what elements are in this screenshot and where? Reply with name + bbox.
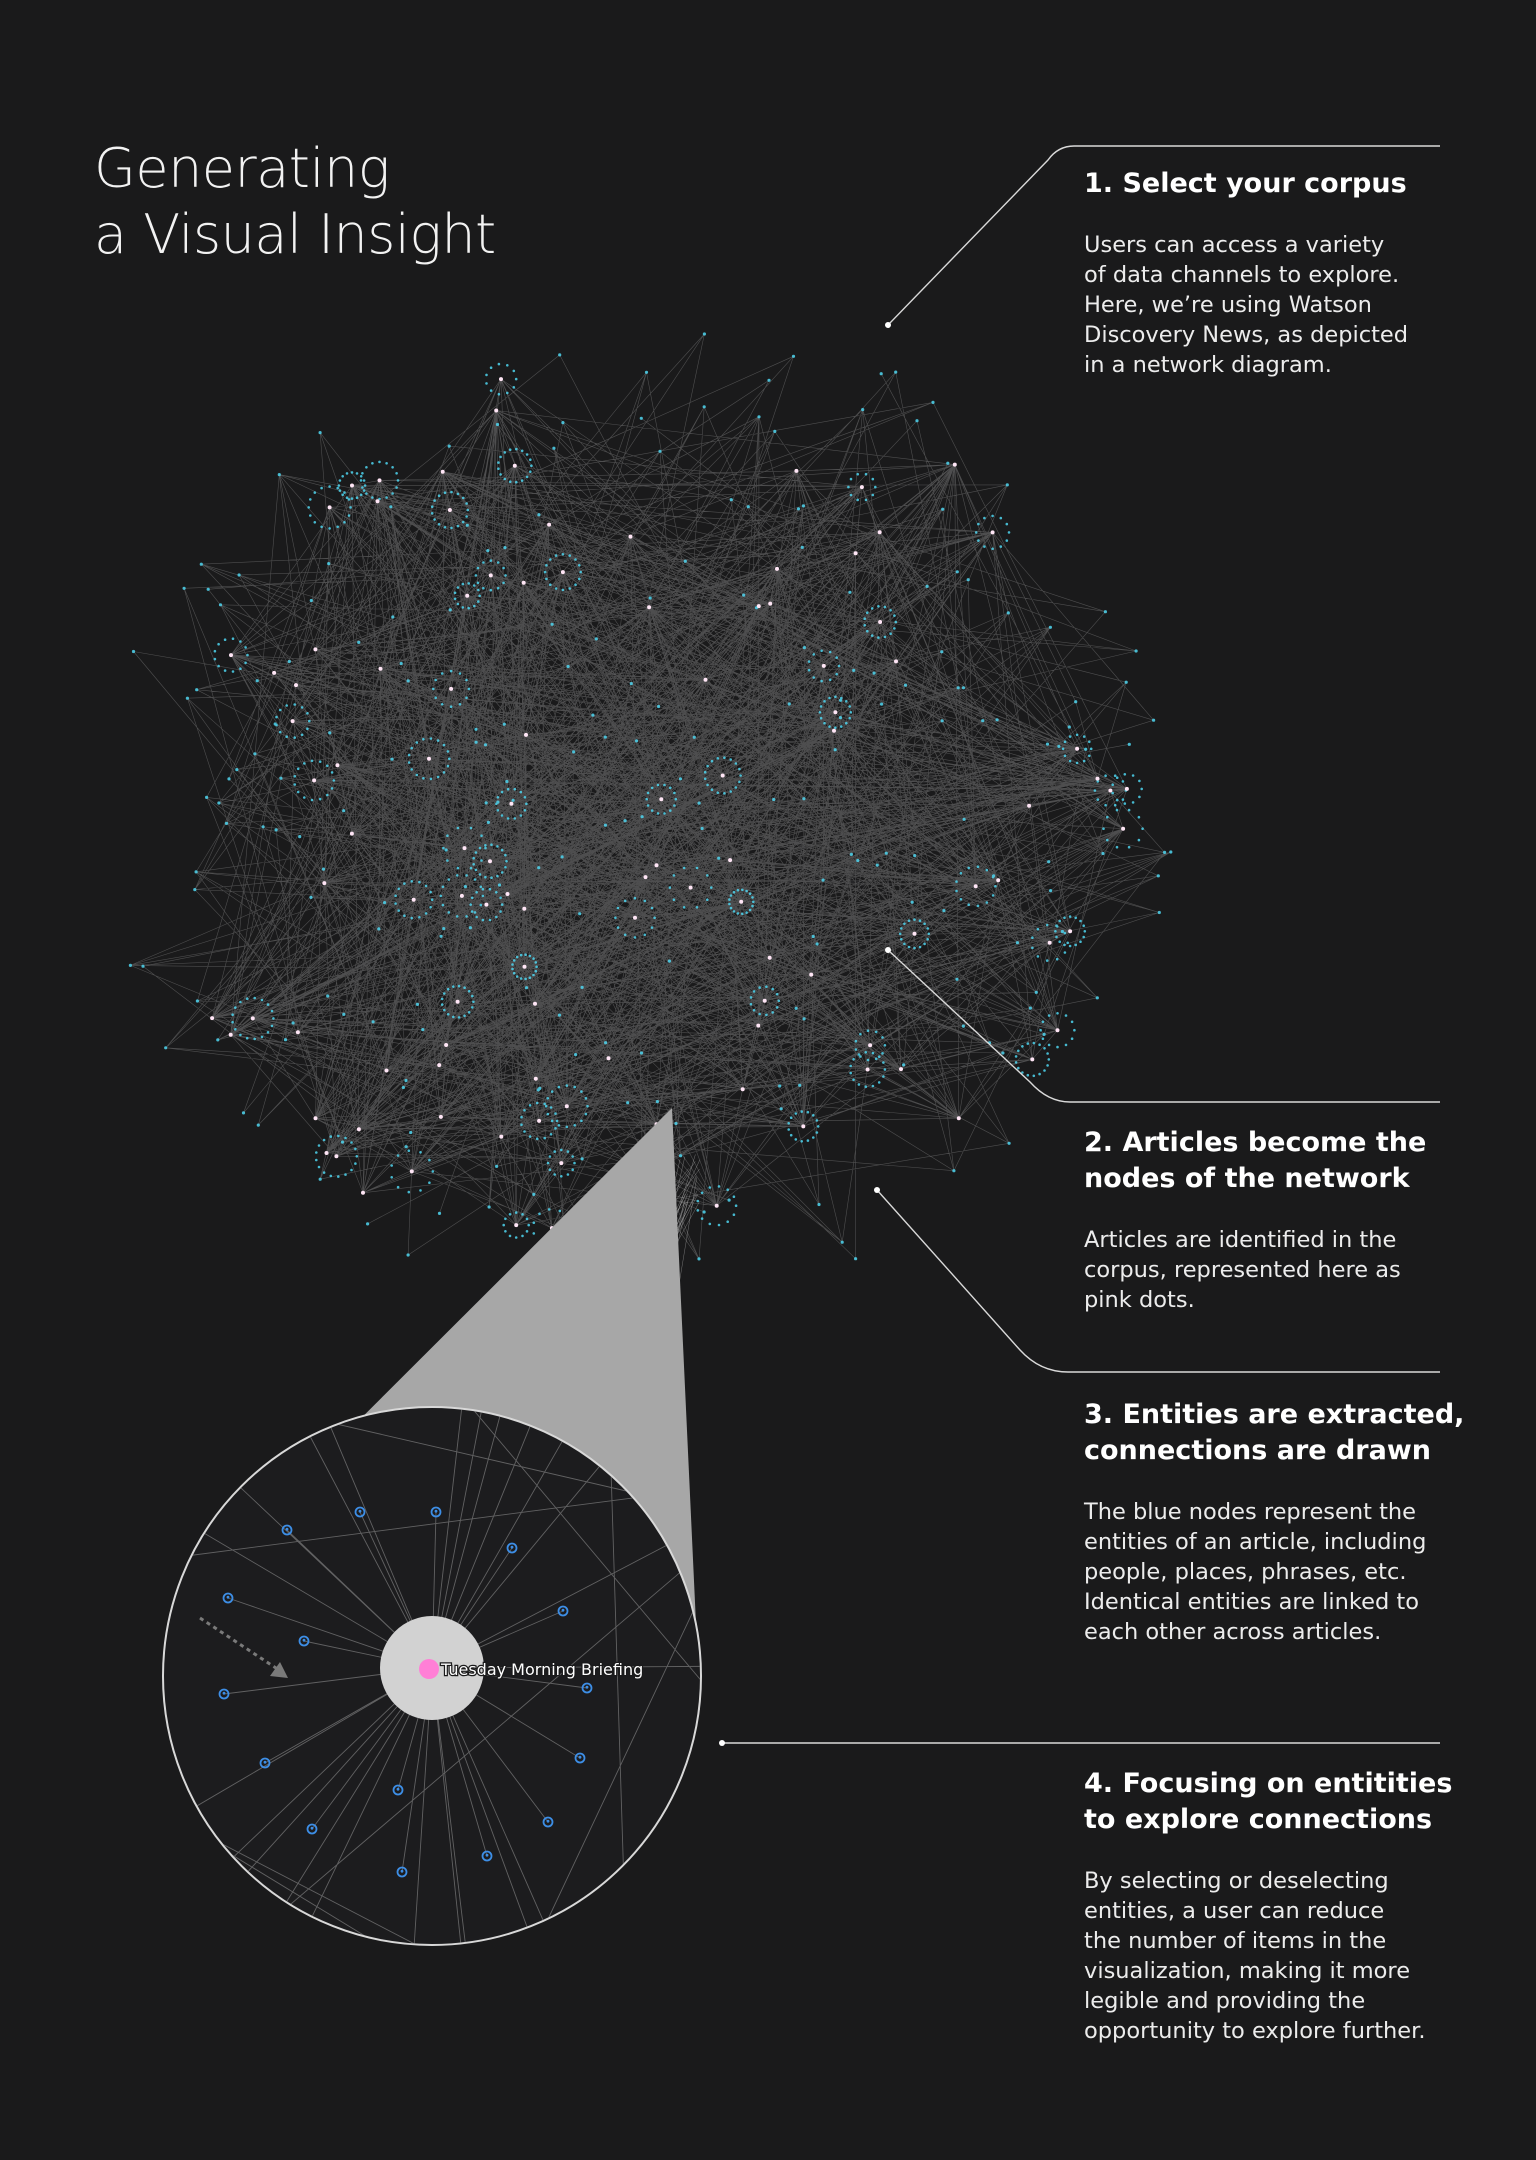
entity-person-head-10 (310, 1826, 314, 1830)
entity-person-head-7 (302, 1638, 306, 1642)
entity-person-icon-16 (581, 1682, 593, 1694)
entity-person-head-11 (396, 1787, 400, 1791)
entity-person-head-16 (585, 1685, 589, 1689)
zoom-edges (164, 1408, 700, 1944)
entity-person-head-15 (578, 1755, 582, 1759)
callout-anchor-4 (719, 1740, 725, 1746)
entity-person-head-2 (358, 1509, 362, 1513)
callout-lines (719, 145, 1440, 1746)
entity-person-icon-8 (218, 1688, 230, 1700)
entity-person-icon-14 (542, 1816, 554, 1828)
step-2-articles-nodes: 2. Articles become the nodes of the netw… (1084, 1125, 1484, 1315)
entity-person-icon-4 (506, 1542, 518, 1554)
callout-line-1 (887, 145, 1440, 326)
entity-person-icon-15 (574, 1752, 586, 1764)
step-3-body: The blue nodes represent the entities of… (1084, 1499, 1427, 1645)
entity-person-head-13 (485, 1853, 489, 1857)
network-edges (130, 333, 1171, 1260)
step-4-focusing-entities: 4. Focusing on entitities to explore con… (1084, 1766, 1484, 2046)
entity-person-head-1 (285, 1527, 289, 1531)
step-3-heading: 3. Entities are extracted, connections a… (1084, 1399, 1465, 1466)
step-1-body: Users can access a variety of data chann… (1084, 232, 1409, 378)
entity-person-head-8 (222, 1691, 226, 1695)
entity-person-icon-6 (222, 1592, 234, 1604)
step-4-heading: 4. Focusing on entitities to explore con… (1084, 1768, 1453, 1835)
callout-line-3 (876, 1189, 1440, 1373)
step-4-body: By selecting or deselecting entities, a … (1084, 1868, 1426, 2044)
callout-anchor-3 (874, 1187, 880, 1193)
zoom-circle: Tuesday Morning Briefing (162, 1406, 702, 1946)
step-2-body: Articles are identified in the corpus, r… (1084, 1227, 1401, 1313)
entity-person-head-14 (546, 1819, 550, 1823)
entity-person-head-12 (400, 1869, 404, 1873)
step-2-heading: 2. Articles become the nodes of the netw… (1084, 1127, 1427, 1194)
entity-person-icon-12 (396, 1866, 408, 1878)
callout-anchor-2 (885, 947, 891, 953)
entity-person-icon-10 (306, 1823, 318, 1835)
arrow-head-icon (270, 1662, 288, 1678)
title-line-2: a Visual Insight (94, 203, 496, 266)
entity-person-icon-11 (392, 1784, 404, 1796)
entity-person-head-6 (226, 1595, 230, 1599)
zoom-entity-nodes (218, 1506, 593, 1878)
entity-person-icon-5 (557, 1605, 569, 1617)
entity-person-head-5 (561, 1608, 565, 1612)
callout-line-2 (887, 949, 1440, 1103)
entity-person-icon-3 (430, 1506, 442, 1518)
step-3-entities-connections: 3. Entities are extracted, connections a… (1084, 1397, 1484, 1647)
entity-person-icon-9 (259, 1757, 271, 1769)
dashed-arrow-line (199, 1616, 283, 1674)
entity-person-head-3 (434, 1509, 438, 1513)
callout-anchor-1 (885, 322, 891, 328)
step-1-heading: 1. Select your corpus (1084, 168, 1407, 199)
entity-person-head-4 (510, 1545, 514, 1549)
network-graph (128, 332, 1173, 1261)
title-line-1: Generating (94, 137, 390, 200)
entity-person-icon-2 (354, 1506, 366, 1518)
zoom-edge-lines (164, 1408, 700, 1944)
network-edge-lines (130, 333, 1171, 1260)
entity-person-head-9 (263, 1760, 267, 1764)
entity-person-icon-7 (298, 1635, 310, 1647)
page-title: Generating a Visual Insight (94, 136, 496, 268)
focus-article-node (419, 1659, 439, 1679)
entity-person-icon-1 (281, 1524, 293, 1536)
entity-person-icon-13 (481, 1850, 493, 1862)
focus-article-label: Tuesday Morning Briefing (440, 1660, 643, 1679)
step-1-select-corpus: 1. Select your corpus Users can access a… (1084, 166, 1484, 380)
